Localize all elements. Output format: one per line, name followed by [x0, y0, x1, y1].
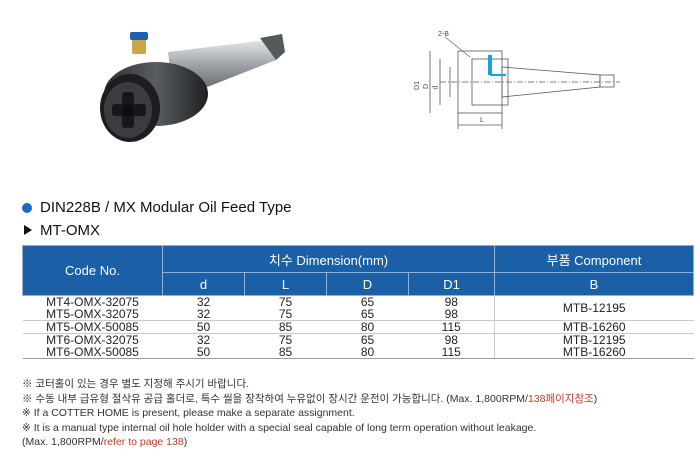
dim-d-big-label: D — [423, 83, 431, 90]
component-cell: MTB-12195 — [494, 295, 694, 321]
col-d-header: d — [162, 272, 245, 296]
tang — [260, 34, 285, 60]
component-header: 부품 Component — [494, 245, 694, 273]
dim-d-small-label: d — [432, 85, 440, 90]
page-ref-link: 138페이지참조 — [527, 392, 594, 405]
oil-fitting-icon — [130, 32, 148, 54]
table-row: MT5-OMX-32075 32 75 65 98 — [46, 307, 458, 321]
dimension-header: 치수 Dimension(mm) — [162, 245, 495, 273]
note-korean-1: ※ 코터홀이 있는 경우 별도 지정해 주시기 바랍니다. — [22, 378, 250, 390]
dim-length-label: L — [480, 117, 484, 124]
note-english-2: ※ It is a manual type internal oil hole … — [22, 421, 537, 434]
product-photo — [100, 32, 285, 142]
table-row: MT6-OMX-32075 32 75 65 98 MTB-12195 — [22, 333, 694, 346]
col-d1-header: D1 — [408, 272, 495, 296]
table-row: MT5-OMX-50085 50 85 80 115 MTB-16260 — [22, 320, 694, 334]
page-ref-link: refer to page 138 — [103, 436, 184, 448]
note-english-1: ※ If a COTTER HOME is present, please ma… — [22, 407, 355, 419]
bullet-icon — [22, 203, 32, 213]
technical-drawing — [429, 36, 620, 129]
code-header: Code No. — [22, 245, 163, 296]
col-b-header: B — [494, 272, 694, 296]
table-row: MT6-OMX-50085 50 85 80 115 MTB-16260 — [22, 346, 694, 359]
note-english-3: (Max. 1,800RPM/refer to page 138) — [22, 436, 188, 448]
component-cell: MTB-16260 — [494, 346, 694, 359]
table-row: MT4-OMX-32075 32 75 65 98 MTB-12195 — [23, 295, 694, 321]
note-korean-2: ※ 수동 내부 급유형 절삭유 공급 홀더로, 특수 씰을 장착하여 누유없이 … — [22, 392, 598, 405]
section-title: DIN228B / MX Modular Oil Feed Type — [22, 199, 292, 216]
col-l-header: L — [244, 272, 327, 296]
component-cell: MTB-12195 — [494, 333, 694, 346]
spec-table: Code No. 치수 Dimension(mm) 부품 Component d… — [22, 245, 694, 359]
dim-d1-label: D1 — [413, 81, 421, 90]
component-cell: MTB-16260 — [494, 320, 694, 334]
notes: ※ 코터홀이 있는 경우 별도 지정해 주시기 바랍니다. ※ 수동 내부 급유… — [22, 377, 692, 450]
section-subtitle: MT-OMX — [22, 222, 100, 239]
callout-label: 2-B — [438, 31, 449, 38]
col-dd-header: D — [326, 272, 409, 296]
triangle-icon — [24, 225, 32, 235]
